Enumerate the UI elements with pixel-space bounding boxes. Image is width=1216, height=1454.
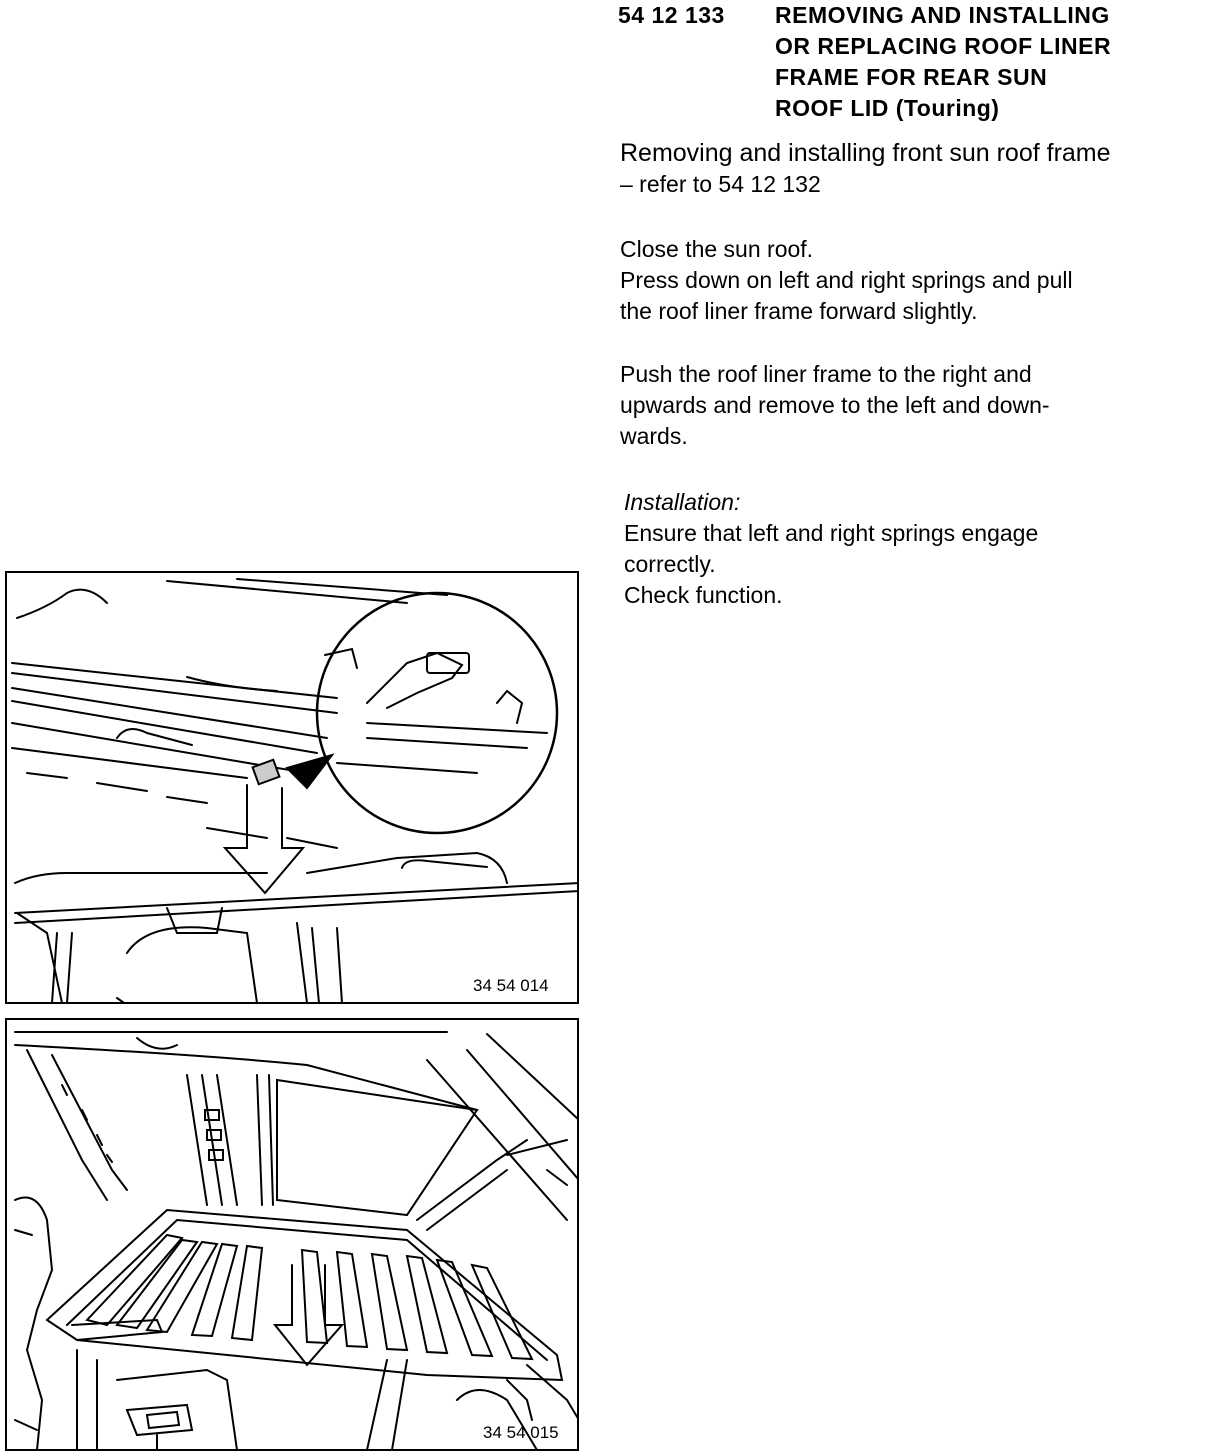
step-1-line: Press down on left and right springs and… xyxy=(620,267,1073,293)
step-2-paragraph: Push the roof liner frame to the right a… xyxy=(620,359,1216,452)
intro-paragraph: Removing and installing front sun roof f… xyxy=(620,138,1216,200)
roof-liner-springs-illustration xyxy=(11,578,577,1002)
intro-line: – refer to 54 12 132 xyxy=(620,171,821,197)
installation-line: Check function. xyxy=(624,582,783,608)
section-title-line: FRAME FOR REAR SUN xyxy=(775,64,1048,90)
step-1-paragraph: Close the sun roof. Press down on left a… xyxy=(620,234,1216,327)
figure-code: 34 54 015 xyxy=(483,1423,559,1442)
section-title-line: ROOF LID (Touring) xyxy=(775,95,1000,121)
step-1-line: the roof liner frame forward slightly. xyxy=(620,298,978,324)
installation-line: Ensure that left and right springs engag… xyxy=(624,520,1039,546)
figure-roof-liner-springs: 34 54 014 xyxy=(5,571,579,1004)
step-1-line: Close the sun roof. xyxy=(620,236,814,262)
installation-label: Installation: xyxy=(624,489,741,515)
installation-paragraph: Installation: Ensure that left and right… xyxy=(624,487,1216,611)
section-title-line: OR REPLACING ROOF LINER xyxy=(775,33,1112,59)
step-2-line: wards. xyxy=(620,423,688,449)
section-title: REMOVING AND INSTALLING OR REPLACING ROO… xyxy=(775,0,1205,124)
section-number: 54 12 133 xyxy=(618,2,725,28)
step-2-line: Push the roof liner frame to the right a… xyxy=(620,361,1032,387)
section-title-line: REMOVING AND INSTALLING xyxy=(775,2,1110,28)
figure-roof-liner-frame: 34 54 015 xyxy=(5,1018,579,1451)
roof-liner-frame-illustration xyxy=(14,1031,577,1449)
step-2-line: upwards and remove to the left and down- xyxy=(620,392,1050,418)
figure-code: 34 54 014 xyxy=(473,976,549,995)
installation-line: correctly. xyxy=(624,551,716,577)
intro-line: Removing and installing front sun roof f… xyxy=(620,139,1111,167)
